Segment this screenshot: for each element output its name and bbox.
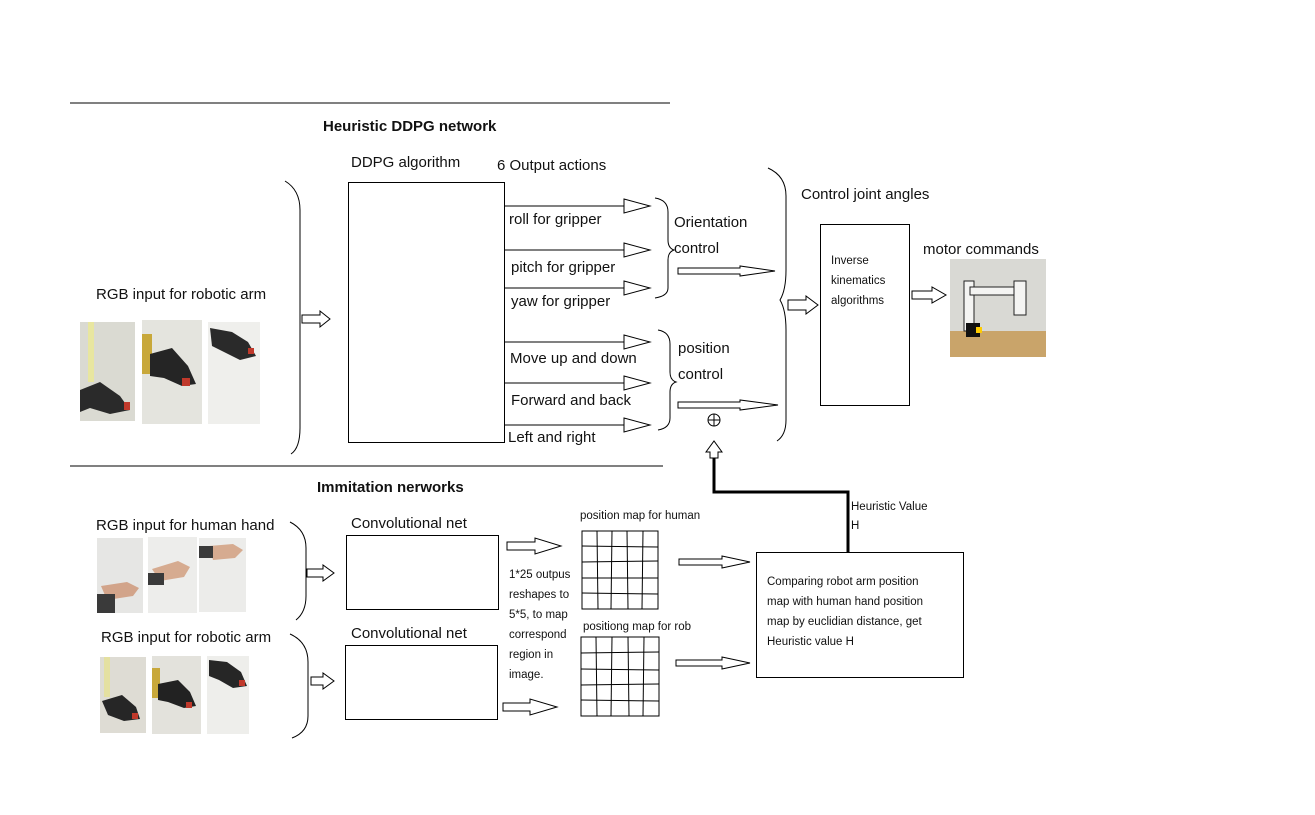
conv2-arrow [502,698,559,716]
orientation-label-2: control [674,240,720,257]
compare-text-4: Heuristic value H [767,636,854,648]
robot-arm-photo-3 [208,322,260,424]
conv-net-label-1: Convolutional net [351,515,467,532]
output-actions-label: 6 Output actions [497,157,607,174]
position-label-2: control [678,366,724,383]
robot-arm-photo-1 [80,322,135,421]
ddpg-algorithm-label: DDPG algorithm [351,154,461,171]
action-arrow-1 [504,198,652,214]
orientation-label-1: Orientation [674,214,748,231]
heuristic-feedback-line [712,458,850,552]
robot-map-arrow [675,656,751,670]
human-hand-photo-2 [148,537,197,613]
conv-net-box-2 [345,645,498,720]
compare-text-3: map by euclidian distance, get [767,616,922,628]
reshape-note-4: correspond [509,629,567,641]
joint-to-ik-arrow [787,295,819,315]
ddpg-section-title: Heuristic DDPG network [323,118,497,135]
human-hand-photo-3 [199,538,246,612]
heuristic-value-label-1: Heuristic Value [851,501,928,513]
ik-text-1: Inverse [831,255,869,267]
robot-arm-device-photo [950,259,1046,357]
robot-brace [289,633,309,739]
reshape-note-6: image. [509,669,544,681]
position-label-1: position [678,340,730,357]
human-position-grid [581,530,659,610]
action-arrow-4 [504,334,652,350]
conv1-arrow [506,537,563,555]
human-hand-photo-1 [97,538,143,613]
control-joint-angles-label: Control joint angles [801,186,930,203]
position-brace [657,329,678,431]
action-up-down: Move up and down [510,350,637,367]
robot-position-grid [580,636,660,717]
human-rgb-label: RGB input for human hand [96,517,275,534]
ddpg-algorithm-box [348,182,505,443]
reshape-note-3: 5*5, to map [509,609,568,621]
ik-to-motor-arrow [911,286,948,304]
human-input-arrow [306,564,335,582]
action-pitch: pitch for gripper [511,259,616,276]
robot-arm-photo-2 [142,320,202,424]
conv-net-box-1 [346,535,499,610]
robot-input-arrow [310,672,335,690]
action-arrow-5 [504,375,652,391]
human-map-label: position map for human [580,510,701,522]
reshape-note-5: region in [509,649,554,661]
input-arrow [301,309,331,329]
action-left-right: Left and right [508,429,596,446]
compare-text-1: Comparing robot arm position [767,576,919,588]
input-brace [284,180,301,455]
orientation-brace [654,197,676,299]
comparison-box [756,552,964,678]
action-yaw: yaw for gripper [511,293,611,310]
heuristic-value-label-2: H [851,520,860,532]
robot-arm-photo-bottom-2 [152,656,201,734]
position-to-joint-arrow [677,399,779,411]
robot-arm-photo-bottom-1 [100,657,146,733]
action-roll: roll for gripper [509,211,602,228]
human-brace [289,521,307,621]
ik-text-2: kinematics [831,275,886,287]
joint-angle-brace [767,167,787,442]
reshape-note-1: 1*25 outpus [509,569,571,581]
imitation-section-title: Immitation nerworks [317,479,464,496]
robot-rgb-label-bottom: RGB input for robotic arm [101,629,272,646]
robot-map-label: positiong map for rob [583,621,692,633]
action-arrow-3 [504,280,652,296]
robot-rgb-label: RGB input for robotic arm [96,286,267,303]
robot-arm-photo-bottom-3 [207,656,249,734]
conv-net-label-2: Convolutional net [351,625,467,642]
compare-text-2: map with human hand position [767,596,923,608]
heuristic-arrowhead [705,440,723,459]
ik-text-3: algorithms [831,295,885,307]
motor-commands-label: motor commands [923,241,1039,258]
action-arrow-6 [504,417,652,433]
action-arrow-2 [504,242,652,258]
inverse-kinematics-box [820,224,910,406]
reshape-note-2: reshapes to [509,589,570,601]
human-map-arrow [678,555,751,569]
orientation-to-joint-arrow [677,265,776,277]
action-forward-back: Forward and back [511,392,632,409]
